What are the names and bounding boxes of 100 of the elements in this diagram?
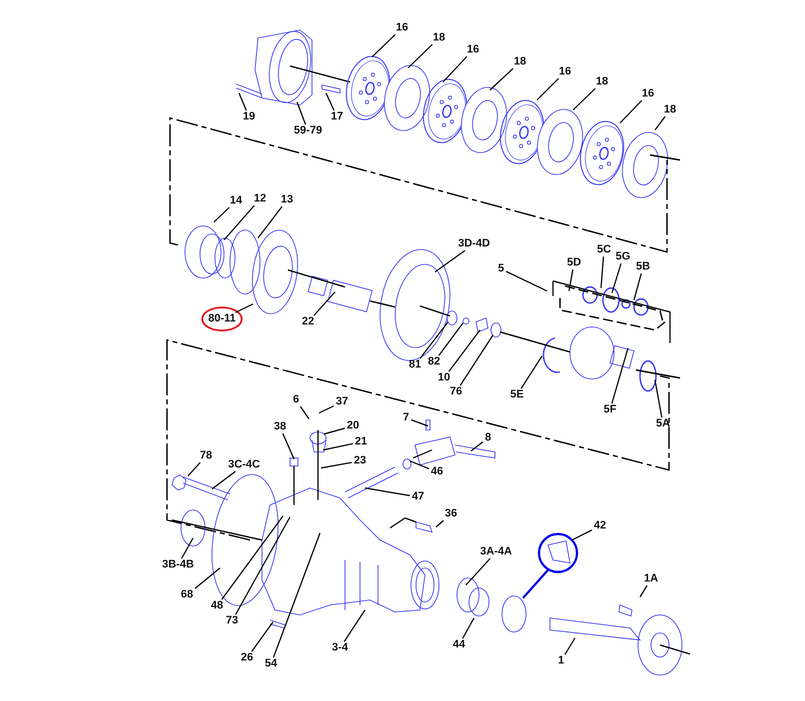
leader-line: [313, 292, 336, 316]
callout-number: 3A-4A: [479, 546, 513, 558]
leader-line: [654, 380, 662, 418]
leader-line: [221, 516, 284, 600]
leader-line: [462, 618, 475, 639]
leader-line: [300, 406, 310, 420]
leader-line: [282, 433, 295, 460]
leader-line: [568, 269, 574, 292]
callout-number: 10: [436, 372, 452, 384]
leader-line: [572, 88, 596, 110]
leader-line: [372, 34, 396, 58]
leader-line: [238, 92, 247, 111]
leader-line: [520, 356, 542, 389]
callout-number: 37: [334, 396, 350, 408]
leader-line: [235, 516, 291, 615]
callout-number: 54: [264, 658, 278, 670]
callout-number: 18: [432, 32, 446, 44]
leader-line: [235, 303, 254, 314]
leader-line: [470, 441, 484, 452]
leader-line: [364, 487, 410, 496]
callout-number: 6: [292, 394, 300, 406]
leader-line: [318, 405, 334, 414]
callout-number: 59-79: [292, 126, 324, 136]
leader-line: [296, 102, 306, 125]
leader-line: [322, 443, 353, 451]
callout-number: 38: [272, 422, 288, 432]
leader-line: [194, 568, 220, 589]
leader-line: [639, 585, 648, 598]
leader-line: [436, 520, 444, 528]
leader-line: [188, 462, 201, 476]
leader-line: [434, 250, 466, 272]
callout-number: 16: [640, 88, 656, 100]
leader-line: [490, 68, 514, 90]
leader-line: [272, 532, 321, 658]
callout-number: 76: [448, 386, 464, 398]
callout-number: 80-11: [207, 314, 237, 324]
callout-number: 16: [558, 66, 572, 78]
callout-number: 14: [228, 196, 244, 206]
callout-number: 73: [224, 616, 240, 626]
callout-number: 16: [394, 22, 410, 34]
leader-line: [420, 322, 448, 359]
callout-number: 17: [330, 112, 344, 122]
callout-number: 3B-4B: [161, 560, 195, 570]
leader-line: [600, 256, 604, 288]
callout-number: 5D: [566, 258, 582, 268]
callout-number: 68: [180, 590, 194, 600]
callout-number: 5B: [634, 262, 652, 272]
callout-number: 8: [484, 432, 492, 444]
callout-number: 21: [354, 436, 368, 448]
callout-number: 5C: [596, 244, 612, 256]
leader-line: [410, 419, 428, 427]
leader-line: [320, 462, 352, 469]
callout-number: 19: [242, 112, 256, 122]
leader-line: [258, 206, 283, 238]
leader-line: [438, 322, 464, 356]
callout-number: 7: [402, 412, 410, 424]
callout-number: 13: [280, 194, 294, 206]
callout-number: 5E: [509, 390, 525, 400]
leader-line: [325, 92, 335, 111]
callout-number: 22: [300, 316, 316, 328]
leader-line: [324, 428, 346, 435]
callout-number: 18: [512, 56, 528, 68]
callout-number: 23: [352, 456, 368, 466]
callout-number: 5: [496, 264, 506, 274]
callout-number: 3C-4C: [227, 460, 261, 470]
callout-number: 82: [426, 356, 442, 368]
leader-line: [564, 638, 576, 655]
callout-number: 81: [408, 360, 422, 370]
leader-line: [214, 207, 230, 222]
leader-line: [654, 116, 666, 130]
callout-number: 16: [466, 44, 480, 56]
callout-number: 5G: [614, 252, 632, 262]
callout-number: 1A: [642, 574, 660, 584]
leader-line: [181, 538, 194, 559]
leader-line: [408, 44, 433, 68]
callout-number: 12: [252, 194, 268, 204]
leader-line: [212, 471, 236, 490]
leader-line: [344, 610, 366, 642]
leader-line: [506, 270, 548, 292]
callout-number: 26: [240, 652, 254, 664]
leader-line: [633, 273, 642, 300]
callout-number: 47: [410, 492, 426, 502]
callout-number: 18: [594, 76, 610, 88]
leader-line: [466, 558, 491, 586]
leader-line: [611, 348, 629, 404]
leader-line: [536, 78, 559, 100]
leader-line: [611, 263, 622, 294]
leader-line: [572, 530, 592, 541]
leader-line: [410, 460, 430, 470]
callout-number: 36: [444, 508, 458, 520]
callout-number: 42: [592, 520, 608, 532]
leader-line: [460, 334, 494, 386]
leader-line: [620, 100, 642, 124]
callout-number: 78: [198, 450, 214, 462]
callout-number: 1: [556, 656, 566, 666]
callout-number: 46: [430, 466, 444, 478]
leader-line: [448, 330, 480, 372]
callout-number: 44: [452, 640, 466, 650]
callout-number: 3-4: [331, 642, 349, 654]
leader-line: [251, 622, 274, 652]
